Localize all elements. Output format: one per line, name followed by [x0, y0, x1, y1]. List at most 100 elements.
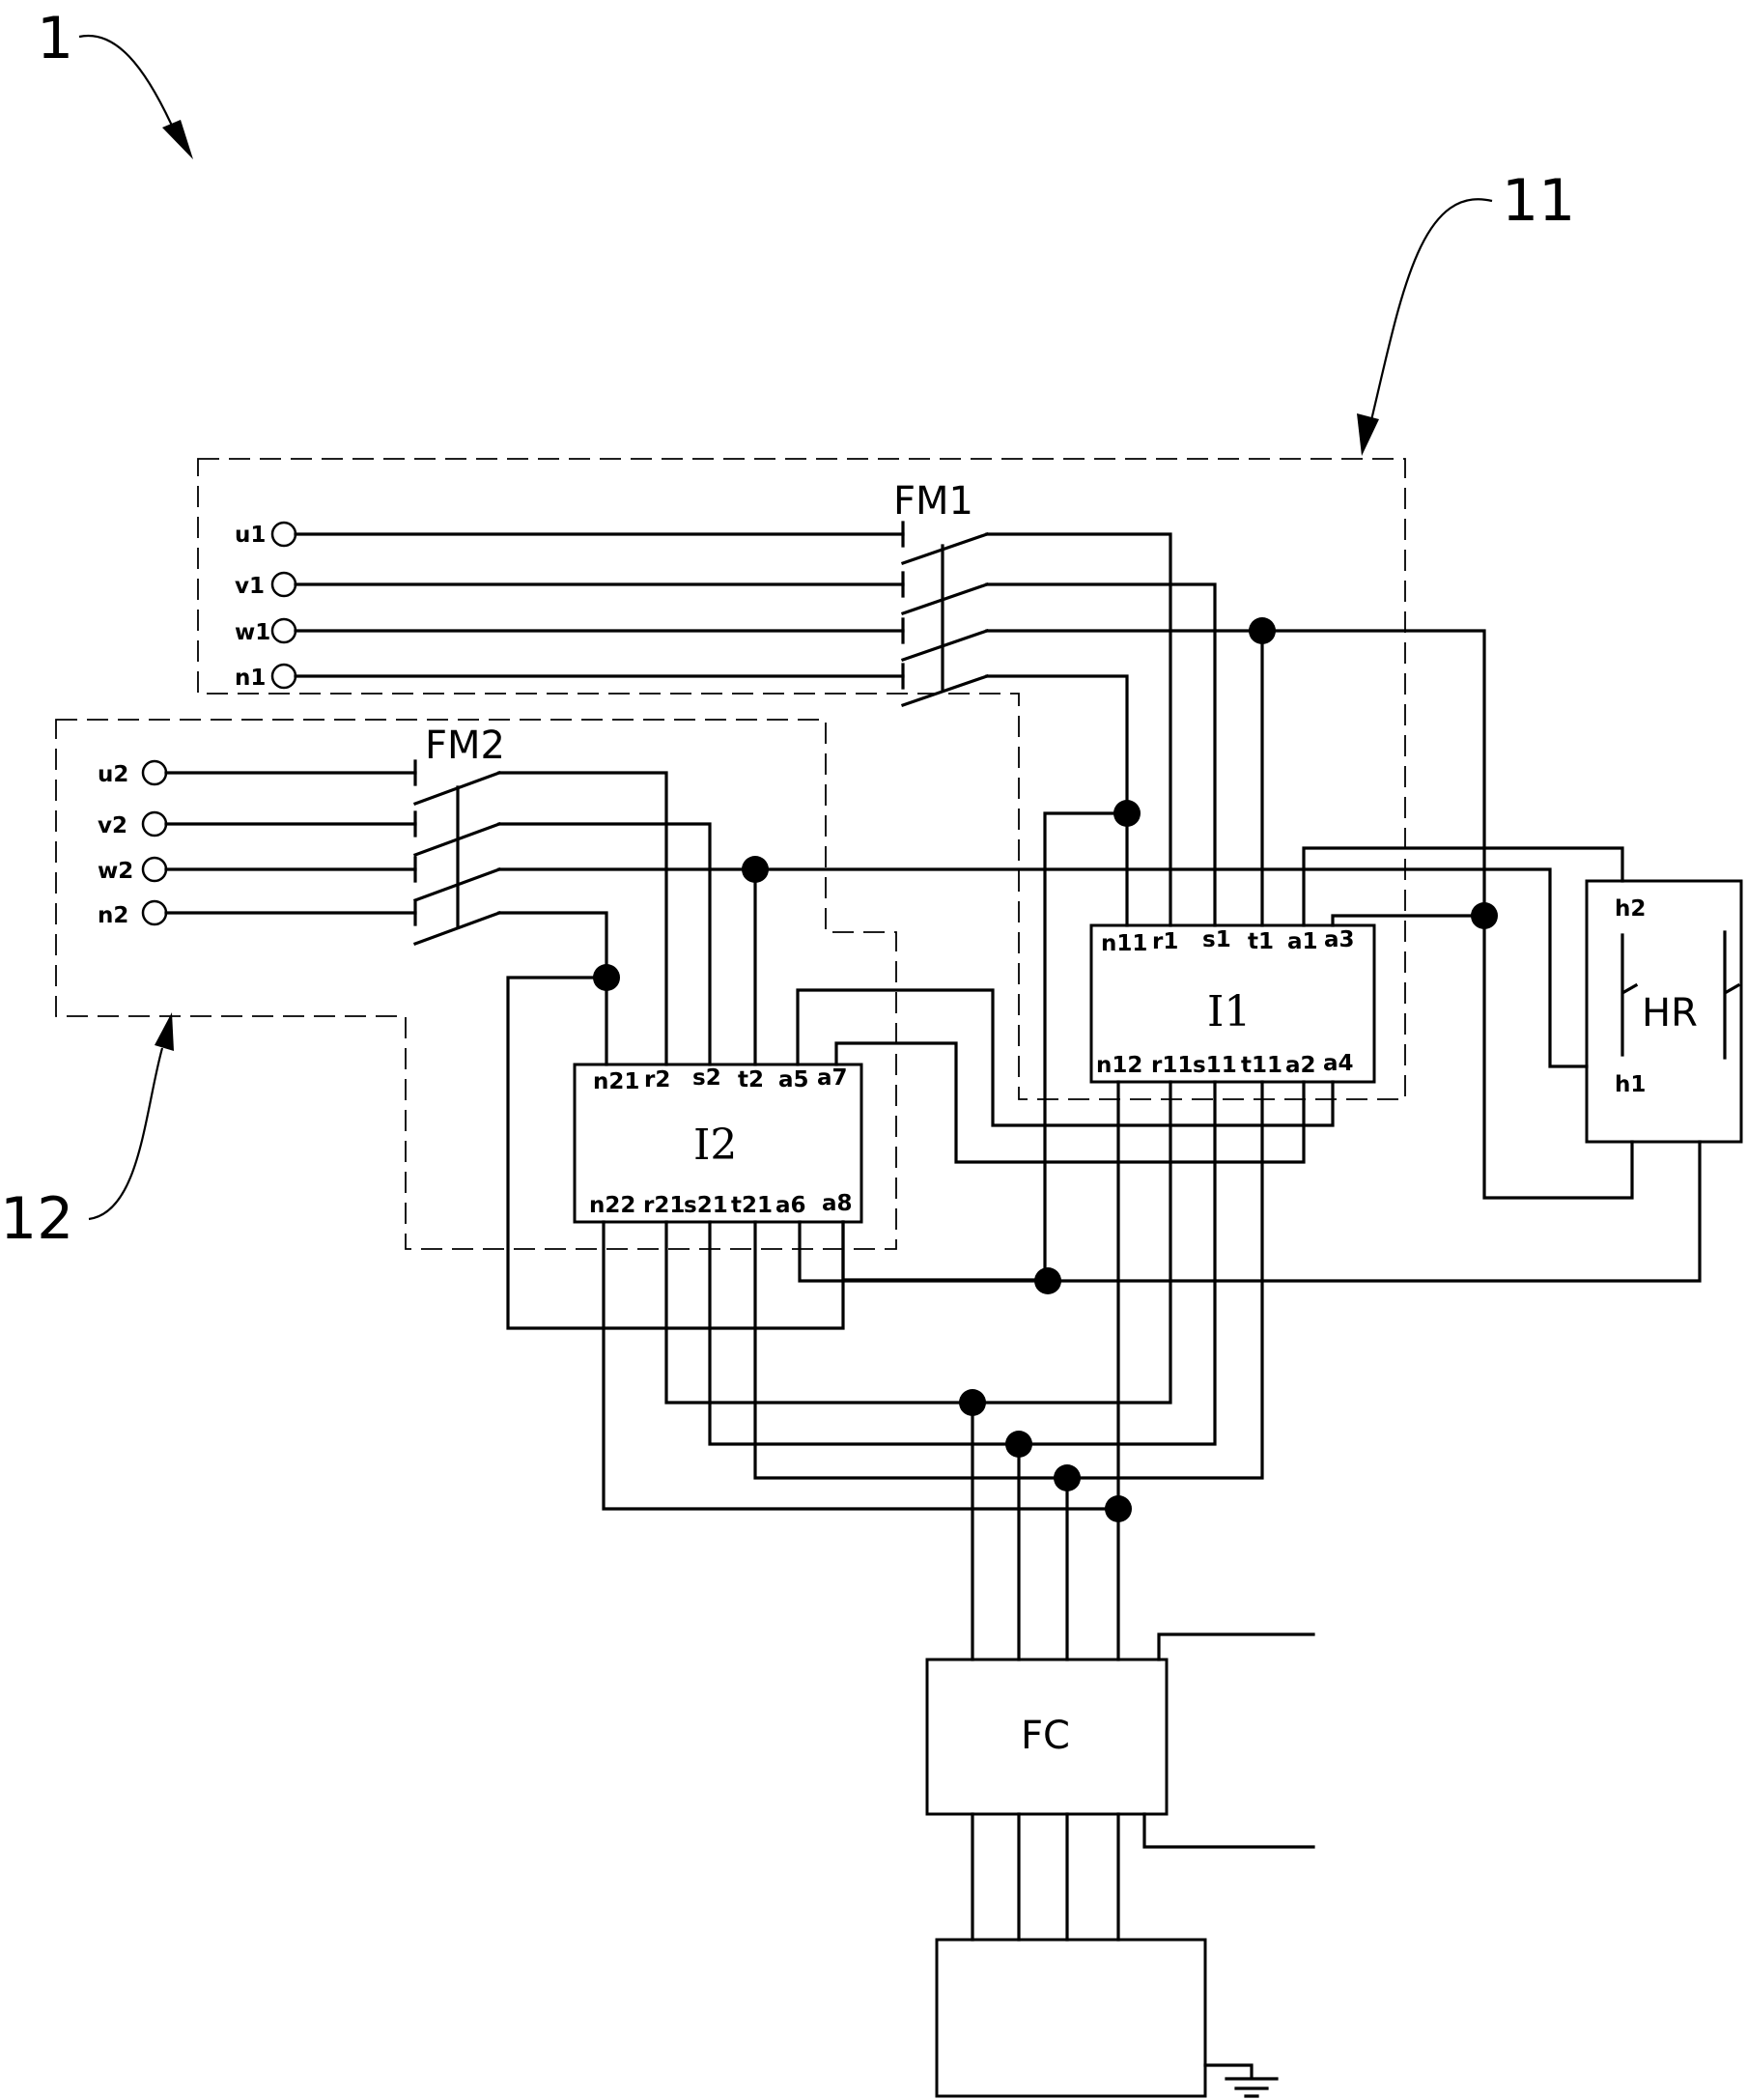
wire-a1-to-h2 — [1302, 846, 1624, 927]
relay-hr-name: HR — [1642, 991, 1698, 1036]
relay-hr: h2 h1 HR — [1585, 879, 1743, 1144]
wire-n1-to-a8 — [841, 811, 1129, 1282]
wire-fm1-n1-to-n11 — [985, 674, 1129, 927]
junction-n — [1105, 1495, 1132, 1522]
i1-pin-a2: a2 — [1285, 1053, 1316, 1078]
controller-fc-box — [925, 1658, 1169, 1816]
wire-fm1-w1-bus — [985, 629, 1634, 1200]
wire-fm1-u1-to-r1 — [985, 532, 1172, 927]
interlock-i1-name: I1 — [1207, 987, 1251, 1036]
i2-pin-n21: n21 — [593, 1069, 639, 1094]
i1-pin-a1: a1 — [1287, 929, 1318, 954]
i1-pin-n12: n12 — [1096, 1053, 1142, 1078]
i1-pin-n11: n11 — [1101, 931, 1147, 956]
reference-12: 12 — [0, 1012, 174, 1253]
terminal-label-u2: u2 — [98, 762, 128, 787]
i1-pin-t1: t1 — [1248, 929, 1274, 954]
reference-label-11: 11 — [1502, 167, 1575, 235]
terminal-label-w1: w1 — [235, 620, 270, 645]
switch-label-fm1: FM1 — [893, 479, 973, 524]
leader-arrow-1 — [162, 120, 193, 159]
i2-pin-s21: s21 — [684, 1193, 728, 1218]
i2-pin-n22: n22 — [589, 1193, 635, 1218]
wire-a5-to-a4 — [796, 988, 1335, 1127]
wire-s21-bus — [708, 1080, 1217, 1446]
relay-contact-right — [1723, 930, 1741, 1060]
wire-r21-bus — [664, 1080, 1172, 1405]
junction-a3 — [1471, 902, 1498, 929]
controller-fc-name: FC — [1021, 1714, 1070, 1758]
i2-pin-s2: s2 — [692, 1065, 721, 1091]
group2-boundary — [55, 719, 897, 1250]
reference-label-12: 12 — [0, 1185, 73, 1253]
group2-input-wires — [164, 771, 417, 915]
terminal-n2 — [141, 899, 168, 926]
i2-pin-a6: a6 — [775, 1193, 806, 1218]
wire-fm2-u2-to-r2 — [497, 771, 668, 1066]
wire-fm2-w2-bus — [497, 867, 1589, 1068]
interlock-i1: n11 r1 s1 t1 a1 a3 I1 n12 r11 s11 t11 a2… — [1089, 923, 1376, 1084]
i1-pin-t11: t11 — [1241, 1053, 1282, 1078]
i2-pin-t2: t2 — [738, 1067, 764, 1093]
wire-fc-signal-bottom — [1142, 1812, 1315, 1849]
wire-fc-out — [971, 1812, 1120, 1942]
wire-fc-signal-top — [1157, 1632, 1315, 1661]
leader-line-12 — [88, 1047, 164, 1221]
terminal-u1 — [270, 521, 297, 548]
load-device-box — [935, 1938, 1207, 2098]
wire-a6-to-hr — [798, 1140, 1702, 1283]
controller-fc: FC — [925, 1658, 1169, 1816]
reference-1: 1 — [37, 5, 193, 159]
terminal-label-v1: v1 — [235, 574, 265, 599]
reference-11: 11 — [1357, 167, 1575, 456]
wire-fm1-v1-to-s1 — [985, 582, 1217, 927]
switch-label-fm2: FM2 — [425, 724, 505, 768]
terminal-label-w2: w2 — [98, 859, 133, 884]
wiring — [497, 532, 1702, 1942]
group1-inputs: u1 v1 w1 n1 FM1 — [235, 479, 990, 708]
terminal-v1 — [270, 571, 297, 598]
fm1-blades — [900, 531, 990, 708]
ground-icon — [1203, 2063, 1279, 2098]
i2-pin-a5: a5 — [778, 1067, 809, 1093]
relay-pin-h1: h1 — [1615, 1072, 1646, 1097]
junction-s — [1005, 1431, 1032, 1458]
terminal-label-v2: v2 — [98, 813, 127, 838]
interlock-i1-box — [1089, 923, 1376, 1084]
relay-contact-left — [1620, 933, 1639, 1057]
i1-pin-r11: r11 — [1151, 1053, 1193, 1078]
interlock-i2-name: I2 — [693, 1121, 737, 1170]
junction-a6 — [1034, 1267, 1061, 1294]
terminal-label-n2: n2 — [98, 903, 128, 928]
group1-boundary — [197, 458, 1406, 1100]
leader-line-1 — [78, 34, 173, 127]
i2-pin-r21: r21 — [643, 1193, 685, 1218]
i1-pin-a3: a3 — [1324, 927, 1355, 952]
i2-pin-a7: a7 — [817, 1065, 848, 1091]
wire-n22-bus — [602, 1080, 1120, 1511]
wire-fm2-n2-to-n21 — [497, 911, 608, 1066]
leader-arrow-12 — [155, 1012, 174, 1051]
junction-n2 — [593, 964, 620, 991]
leader-arrow-11 — [1357, 413, 1379, 456]
i1-pin-s11: s11 — [1193, 1053, 1237, 1078]
wire-n2-to-a6-loop — [506, 976, 845, 1330]
interlock-i2-box — [573, 1063, 863, 1224]
ground-symbol — [1203, 2063, 1279, 2098]
terminal-u2 — [141, 759, 168, 786]
group1-input-wires — [294, 532, 905, 678]
relay-pin-h2: h2 — [1615, 896, 1646, 922]
terminal-w2 — [141, 856, 168, 883]
i1-pin-s1: s1 — [1202, 927, 1231, 952]
terminal-v2 — [141, 810, 168, 837]
junction-t — [1054, 1464, 1081, 1491]
wire-a3-to-w1 — [1331, 914, 1486, 927]
wire-t21-bus — [753, 1080, 1264, 1480]
relay-hr-box — [1585, 879, 1743, 1144]
i2-pin-r2: r2 — [644, 1067, 670, 1093]
junctions — [593, 617, 1498, 1522]
terminal-label-n1: n1 — [235, 666, 266, 691]
terminal-n1 — [270, 663, 297, 690]
i2-pin-a8: a8 — [822, 1191, 853, 1216]
